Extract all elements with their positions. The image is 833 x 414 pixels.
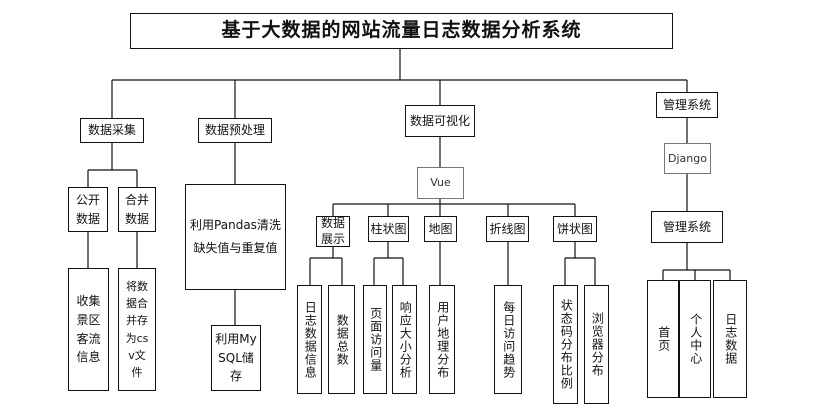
data-total-box: 数据总数	[328, 285, 355, 394]
line-chart-label: 折线图	[489, 221, 526, 236]
admin-sub-box: 管理系统	[651, 211, 723, 243]
vue-box: Vue	[417, 167, 464, 199]
admin-system-box: 管理系统	[656, 92, 718, 118]
personal-center-label: 个人中心	[688, 313, 703, 365]
bar-chart-label: 柱状图	[370, 221, 407, 236]
system-title: 基于大数据的网站流量日志数据分析系统	[221, 19, 582, 42]
data-total-label: 数据总数	[335, 313, 350, 366]
log-data-box: 日志数据	[713, 280, 747, 398]
resp-size-box: 响应大小分析	[392, 285, 417, 394]
map-label: 地图	[428, 221, 453, 236]
public-data-box: 公开数据	[68, 187, 108, 232]
merge-data-box: 合并数据	[118, 187, 156, 232]
map-box: 地图	[424, 216, 457, 242]
data-visual-box: 数据可视化	[405, 105, 475, 137]
pandas-clean-box: 利用Pandas清洗缺失值与重复值	[185, 184, 286, 290]
mysql-store-label: 利用MySQL储存	[215, 332, 257, 384]
log-data-label: 日志数据	[723, 313, 738, 365]
merge-csv-label: 将数据合并存为csv文件	[125, 280, 149, 379]
page-visit-label: 页面访问量	[368, 307, 383, 372]
admin-system-label: 管理系统	[662, 97, 711, 112]
data-show-box: 数据展示	[316, 216, 350, 247]
data-collect-label: 数据采集	[87, 123, 136, 138]
mysql-store-box: 利用MySQL储存	[211, 325, 261, 391]
merge-csv-box: 将数据合并存为csv文件	[118, 268, 156, 391]
bar-chart-box: 柱状图	[368, 216, 409, 242]
data-preprocess-label: 数据预处理	[204, 123, 265, 138]
browser-box: 浏览器分布	[584, 285, 609, 404]
personal-center-box: 个人中心	[679, 280, 711, 398]
user-geo-label: 用户地理分布	[435, 300, 450, 379]
public-data-label: 公开数据	[75, 192, 100, 226]
admin-sub-label: 管理系统	[662, 219, 711, 234]
pie-chart-box: 饼状图	[553, 216, 597, 242]
collect-info-box: 收集景区客流信息	[68, 268, 109, 391]
merge-data-label: 合并数据	[124, 192, 149, 226]
data-show-label: 数据展示	[320, 215, 345, 246]
data-collect-box: 数据采集	[80, 118, 144, 143]
system-title-box: 基于大数据的网站流量日志数据分析系统	[130, 13, 673, 49]
vue-label: Vue	[430, 176, 451, 190]
daily-trend-box: 每日访问趋势	[494, 285, 522, 394]
resp-size-label: 响应大小分析	[398, 300, 413, 379]
home-box: 首页	[647, 280, 679, 398]
pandas-clean-label: 利用Pandas清洗缺失值与重复值	[190, 218, 281, 255]
pie-chart-label: 饼状图	[556, 221, 593, 236]
collect-info-label: 收集景区客流信息	[76, 294, 101, 365]
line-chart-box: 折线图	[486, 216, 529, 242]
status-code-label: 状态码分布比例	[559, 299, 574, 390]
data-visual-label: 数据可视化	[409, 113, 470, 128]
log-info-box: 日志数据信息	[297, 285, 322, 394]
daily-trend-label: 每日访问趋势	[501, 300, 516, 379]
django-box: Django	[664, 143, 711, 174]
status-code-box: 状态码分布比例	[553, 285, 578, 404]
page-visit-box: 页面访问量	[363, 285, 387, 394]
user-geo-box: 用户地理分布	[429, 285, 455, 394]
django-label: Django	[668, 151, 707, 165]
data-preprocess-box: 数据预处理	[198, 118, 272, 143]
home-label: 首页	[656, 326, 671, 352]
browser-label: 浏览器分布	[590, 312, 605, 377]
log-info-label: 日志数据信息	[303, 300, 318, 379]
